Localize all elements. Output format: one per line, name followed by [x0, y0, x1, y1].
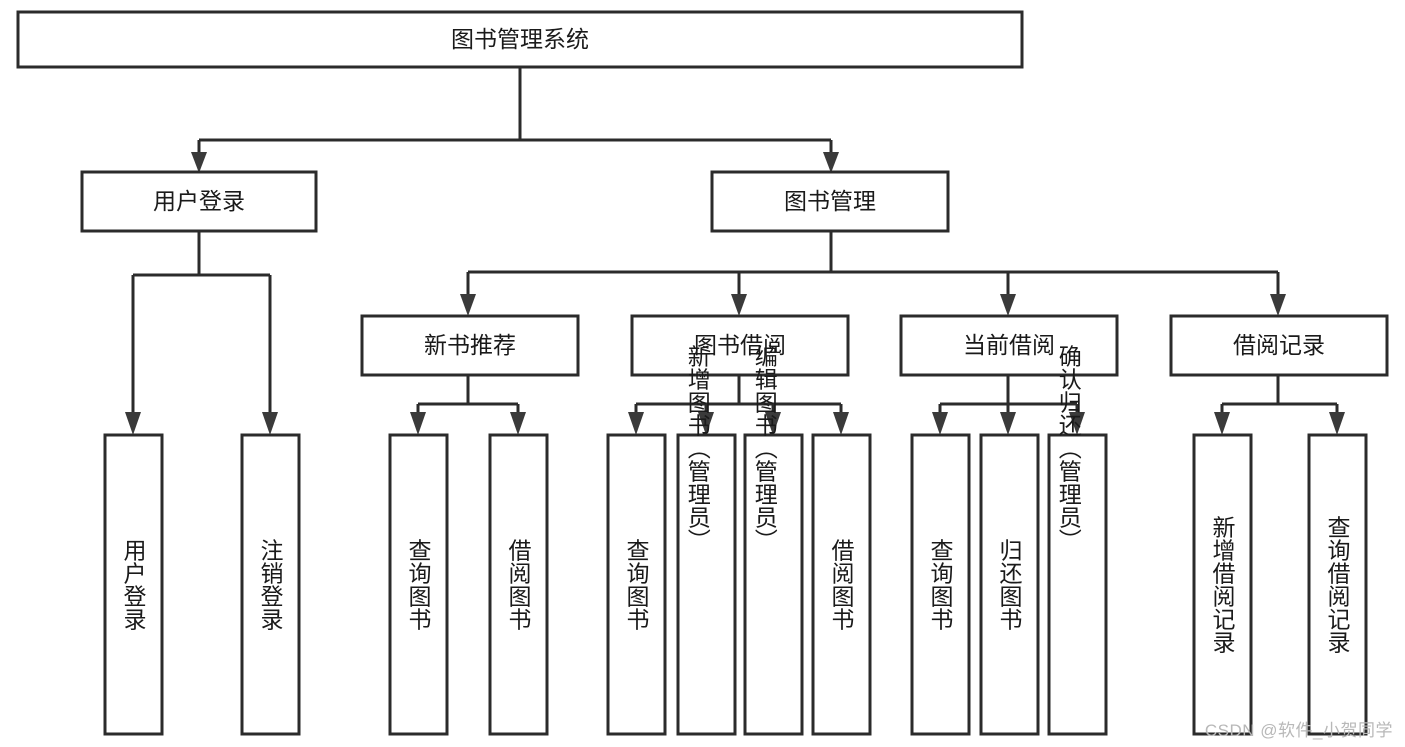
node-leaf-nb-borrow-book-box[interactable]: [488, 433, 549, 736]
node-book-borrow[interactable]: 图书借阅: [630, 314, 850, 377]
node-leaf-cb-confirm-return[interactable]: 确认归还（管理员）: [1047, 345, 1108, 736]
node-leaf-br-query-record-label: 查询借阅记录: [1324, 515, 1351, 653]
node-user-login[interactable]: 用户登录: [80, 170, 318, 233]
node-root-book-management-system[interactable]: 图书管理系统: [16, 10, 1024, 69]
edges-layer: [125, 67, 1345, 435]
arrow-to-book-borrow: [731, 294, 747, 316]
node-leaf-bb-add-book[interactable]: 新增图书（管理员）: [676, 345, 737, 736]
node-leaf-user-login-label: 用户登录: [120, 538, 147, 630]
node-leaf-bb-edit-book-box[interactable]: [743, 433, 804, 736]
node-leaf-bb-edit-book-label: 编辑图书（管理员）: [751, 345, 778, 552]
node-leaf-cb-return-book-box[interactable]: [979, 433, 1040, 736]
node-root-label: 图书管理系统: [451, 26, 589, 52]
arrow-to-user-login: [191, 152, 207, 173]
node-current-borrow-label: 当前借阅: [963, 332, 1055, 358]
arrow-leaf-br-1: [1214, 412, 1230, 435]
arrow-to-current-borrow: [1000, 294, 1016, 316]
node-leaf-logout-label: 注销登录: [257, 538, 284, 630]
node-leaf-bb-borrow-book-label: 借阅图书: [828, 538, 855, 630]
node-root-box[interactable]: [16, 10, 1024, 69]
node-leaf-bb-borrow-book-box[interactable]: [811, 433, 872, 736]
node-leaf-logout[interactable]: 注销登录: [240, 433, 301, 736]
arrow-leaf-cb-2: [1000, 412, 1016, 435]
node-new-book-recommend-box[interactable]: [360, 314, 580, 377]
node-leaf-br-query-record-box[interactable]: [1307, 433, 1368, 736]
arrow-leaf-bb-4: [833, 412, 849, 435]
arrow-leaf-bb-3: [765, 412, 781, 435]
node-leaf-bb-query-book-label: 查询图书: [623, 538, 650, 630]
node-new-book-recommend-label: 新书推荐: [424, 332, 516, 358]
arrow-leaf-cb-1: [932, 412, 948, 435]
node-leaf-nb-query-book-label: 查询图书: [405, 538, 432, 630]
arrow-to-borrow-record: [1270, 294, 1286, 316]
node-leaf-nb-borrow-book[interactable]: 借阅图书: [488, 433, 549, 736]
node-leaf-logout-box[interactable]: [240, 433, 301, 736]
node-leaf-nb-query-book[interactable]: 查询图书: [388, 433, 449, 736]
node-leaf-br-add-record-box[interactable]: [1192, 433, 1253, 736]
node-leaf-cb-query-book[interactable]: 查询图书: [910, 433, 971, 736]
node-leaf-cb-confirm-return-box[interactable]: [1047, 433, 1108, 736]
node-user-login-label: 用户登录: [153, 188, 245, 214]
node-borrow-record[interactable]: 借阅记录: [1169, 314, 1389, 377]
node-leaf-br-add-record[interactable]: 新增借阅记录: [1192, 433, 1253, 736]
node-leaf-cb-return-book-label: 归还图书: [996, 538, 1023, 630]
arrow-leaf-nb-2: [510, 412, 526, 435]
arrow-leaf-nb-1: [410, 412, 426, 435]
arrow-leaf-user-login: [125, 412, 141, 435]
node-book-borrow-box[interactable]: [630, 314, 850, 377]
node-current-borrow[interactable]: 当前借阅: [899, 314, 1119, 377]
arrow-to-new-book: [460, 294, 476, 316]
arrow-leaf-bb-1: [628, 412, 644, 435]
node-leaf-cb-confirm-return-label: 确认归还（管理员）: [1055, 345, 1082, 552]
node-leaf-cb-return-book[interactable]: 归还图书: [979, 433, 1040, 736]
node-user-login-box[interactable]: [80, 170, 318, 233]
node-leaf-bb-add-book-label: 新增图书（管理员）: [684, 345, 711, 552]
node-leaf-cb-query-book-box[interactable]: [910, 433, 971, 736]
node-borrow-record-box[interactable]: [1169, 314, 1389, 377]
arrow-leaf-br-2: [1329, 412, 1345, 435]
arrow-leaf-cb-3: [1069, 412, 1085, 435]
node-leaf-bb-query-book-box[interactable]: [606, 433, 667, 736]
node-leaf-cb-query-book-label: 查询图书: [927, 538, 954, 630]
node-leaf-user-login-box[interactable]: [103, 433, 164, 736]
node-book-borrow-label: 图书借阅: [694, 332, 786, 358]
node-leaf-bb-edit-book[interactable]: 编辑图书（管理员）: [743, 345, 804, 736]
arrow-leaf-bb-2: [698, 412, 714, 435]
arrow-leaf-logout: [262, 412, 278, 435]
node-book-management[interactable]: 图书管理: [710, 170, 950, 233]
node-leaf-br-add-record-label: 新增借阅记录: [1209, 515, 1236, 653]
node-leaf-user-login[interactable]: 用户登录: [103, 433, 164, 736]
node-borrow-record-label: 借阅记录: [1233, 332, 1325, 358]
node-current-borrow-box[interactable]: [899, 314, 1119, 377]
node-leaf-bb-borrow-book[interactable]: 借阅图书: [811, 433, 872, 736]
node-book-management-label: 图书管理: [784, 188, 876, 214]
node-new-book-recommend[interactable]: 新书推荐: [360, 314, 580, 377]
node-leaf-nb-borrow-book-label: 借阅图书: [505, 538, 532, 630]
node-book-management-box[interactable]: [710, 170, 950, 233]
node-leaf-bb-add-book-box[interactable]: [676, 433, 737, 736]
node-leaf-nb-query-book-box[interactable]: [388, 433, 449, 736]
arrow-to-book-mgmt: [823, 152, 839, 173]
node-leaf-br-query-record[interactable]: 查询借阅记录: [1307, 433, 1368, 736]
node-leaf-bb-query-book[interactable]: 查询图书: [606, 433, 667, 736]
